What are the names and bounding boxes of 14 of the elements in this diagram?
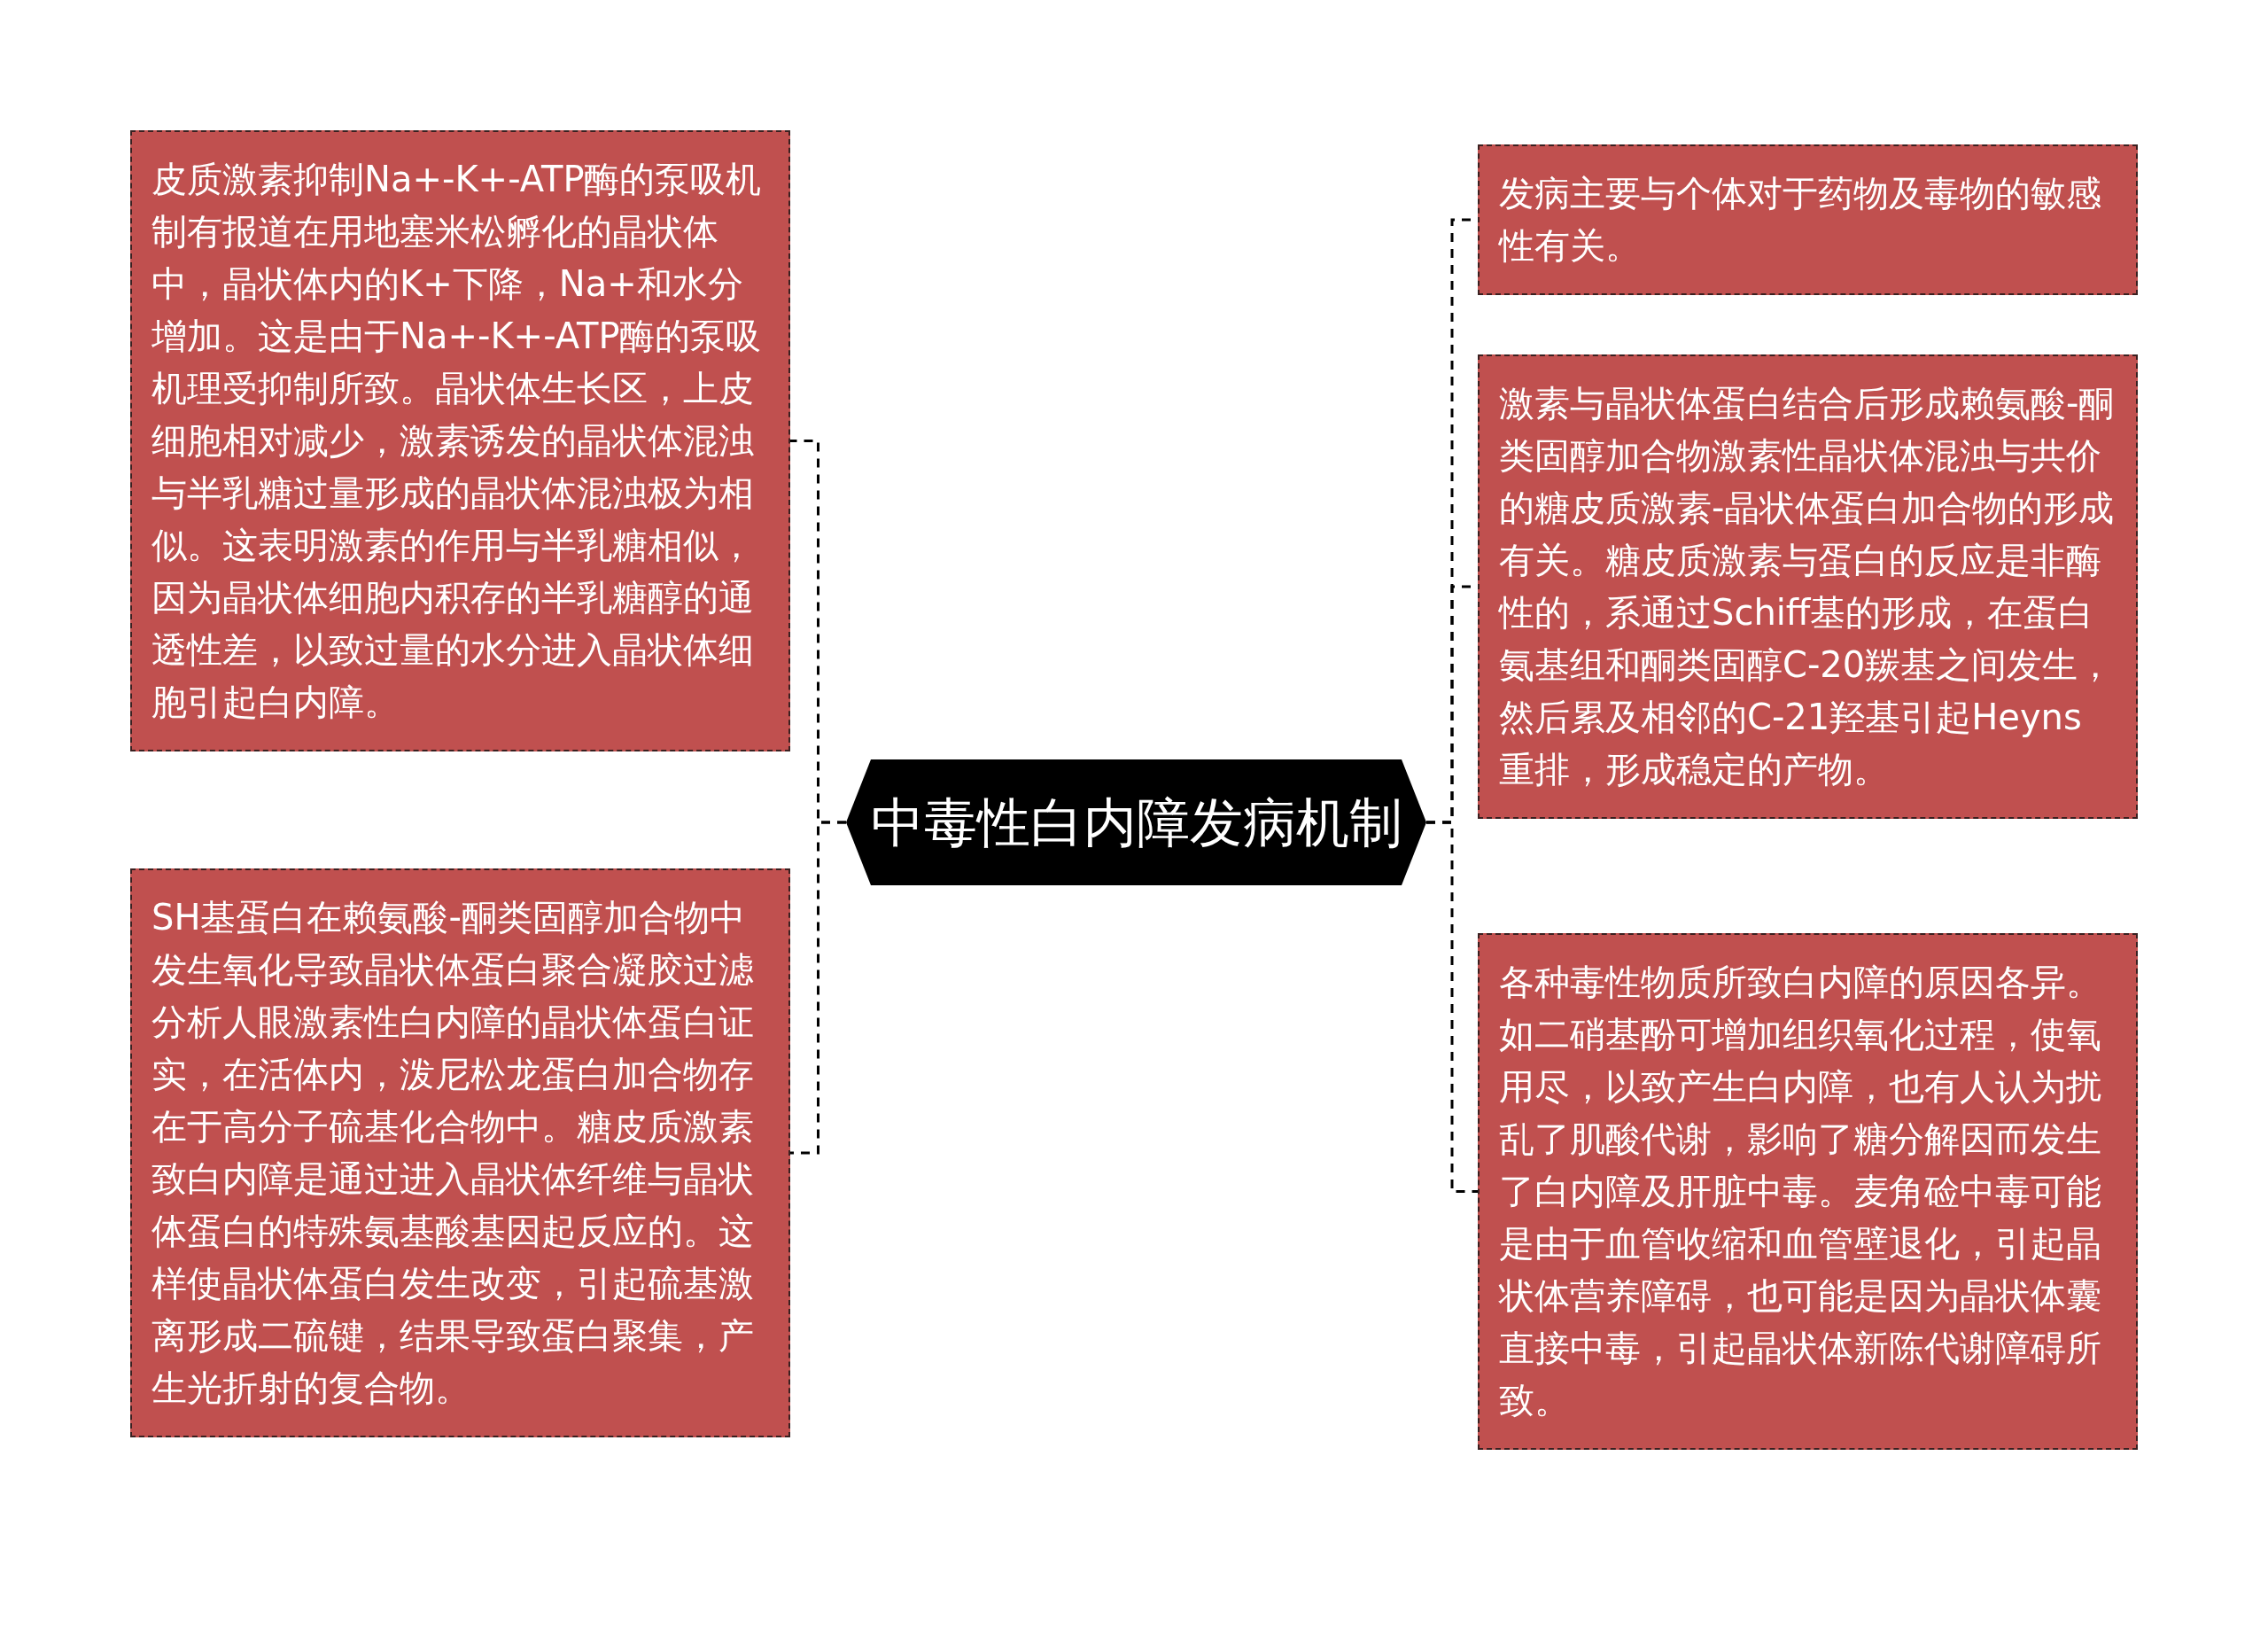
card-text: SH基蛋白在赖氨酸-酮类固醇加合物中发生氧化导致晶状体蛋白聚合凝胶过滤分析人眼激素性白内障的晶状体蛋白证实，在活体内，泼尼松龙蛋白加合物存在于高分子硫基化合物中。糖皮质激素致白内障是通过进入晶状体纤维与晶状体蛋白的特殊氨基酸基因起反应的。这样使晶状体蛋白发生改变，引起硫基激离形成二硫键，结果导致蛋白聚集，产生光折射的复合物。 bbox=[151, 896, 755, 1410]
text-card bbox=[1478, 144, 2138, 295]
text-card bbox=[130, 868, 790, 1437]
card-text: 激素与晶状体蛋白结合后形成赖氨酸-酮类固醇加合物激素性晶状体混浊与共价的糖皮质激素-晶状体蛋白加合物的形成有关。糖皮质激素与蛋白的反应是非酶性的，系通过Schiff基的形成，在蛋白氨基组和酮类固醇C-20羰基之间发生，然后累及相邻的C-21羟基引起Heyns重排，形成稳定的产物。 bbox=[1499, 382, 2116, 791]
text-card bbox=[1478, 354, 2138, 819]
connector-line bbox=[1426, 821, 1478, 1193]
text-card bbox=[130, 130, 790, 751]
text-card bbox=[1478, 933, 2138, 1450]
topic-title: 中毒性白内障发病机制 bbox=[870, 790, 1402, 854]
card-text: 皮质激素抑制Na+-K+-ATP酶的泵吸机制有报道在用地塞米松孵化的晶状体中，晶状体内的K+下降，Na+和水分增加。这是由于Na+-K+-ATP酶的泵吸机理受抑制所致。晶状体生长区，上皮细胞相对减少，激素诱发的晶状体混浊与半乳糖过量形成的晶状体混浊极为相似。这表明激素的作用与半乳糖相似，因为晶状体细胞内积存的半乳糖醇的通透性差，以致过量的水分进入晶状体细胞引起白内障。 bbox=[151, 158, 763, 724]
topic-hexagon bbox=[846, 759, 1426, 885]
connector-line bbox=[790, 821, 846, 1155]
card-text: 发病主要与个体对于药物及毒物的敏感性有关。 bbox=[1499, 172, 2102, 268]
card-text: 各种毒性物质所致白内障的原因各异。如二硝基酚可增加组织氧化过程，使氧用尽，以致产生白内障，也有人认为扰乱了肌酸代谢，影响了糖分解因而发生了白内障及肝脏中毒。麦角硷中毒可能是由于血管收缩和血管壁退化，引起晶状体营养障碍，也可能是因为晶状体囊直接中毒，引起晶状体新陈代谢障碍所致。 bbox=[1499, 961, 2102, 1422]
